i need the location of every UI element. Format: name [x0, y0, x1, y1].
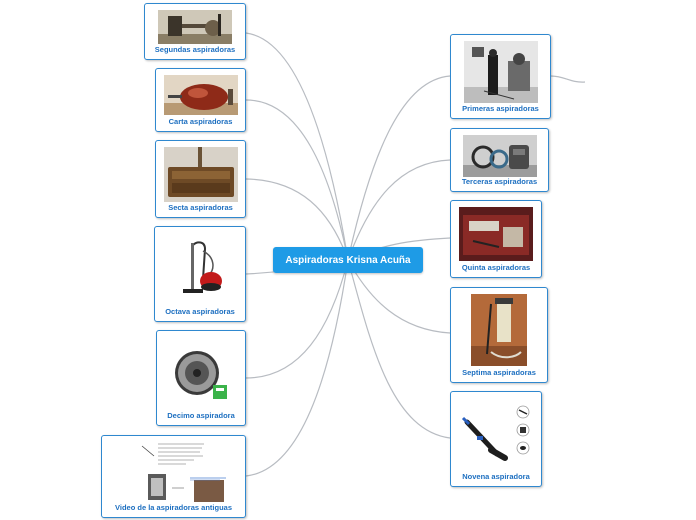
- node-terceras-aspiradoras[interactable]: Terceras aspiradoras: [450, 128, 549, 192]
- node-segundas-aspiradoras[interactable]: Segundas aspiradoras: [144, 3, 246, 60]
- node-primeras-aspiradoras[interactable]: Primeras aspiradoras: [450, 34, 551, 119]
- vacuum-photo: [459, 207, 533, 261]
- node-secta-aspiradoras[interactable]: Secta aspiradoras: [155, 140, 246, 218]
- vacuum-photo: [463, 41, 538, 103]
- node-octava-aspiradoras[interactable]: Octava aspiradoras: [154, 226, 246, 322]
- vacuum-photo: [158, 10, 232, 44]
- vacuum-photo: [462, 135, 537, 177]
- node-decimo-aspiradora[interactable]: Decimo aspiradora: [156, 330, 246, 426]
- node-label: Secta aspiradoras: [168, 203, 233, 212]
- node-label: Octava aspiradoras: [165, 307, 235, 316]
- link-carta: [245, 99, 349, 261]
- node-quinta-aspiradoras[interactable]: Quinta aspiradoras: [450, 200, 542, 278]
- node-septima-aspiradoras[interactable]: Septima aspiradoras: [450, 287, 548, 383]
- node-label: Novena aspiradora: [462, 472, 530, 481]
- link-secta: [245, 178, 349, 261]
- vacuum-photo: [175, 239, 225, 299]
- node-label: Terceras aspiradoras: [461, 177, 538, 186]
- link-primeras: [347, 75, 451, 261]
- node-label: Primeras aspiradoras: [462, 104, 539, 113]
- link-primeras-out: [550, 75, 586, 83]
- node-label: Segundas aspiradoras: [154, 45, 236, 54]
- vacuum-photo: [171, 347, 231, 403]
- link-decimo: [245, 259, 349, 379]
- node-label: Quinta aspiradoras: [461, 263, 531, 272]
- link-segundas: [245, 32, 349, 261]
- link-novena: [347, 259, 451, 439]
- node-video-aspiradoras-antiguas[interactable]: Video de la aspiradoras antiguas: [101, 435, 246, 518]
- node-label: Carta aspiradoras: [168, 117, 233, 126]
- node-label: Decimo aspiradora: [167, 411, 235, 420]
- central-topic[interactable]: Aspiradoras Krisna Acuña: [273, 247, 423, 273]
- vacuum-photo: [163, 75, 238, 115]
- vacuum-photo: [163, 147, 238, 202]
- link-terceras: [347, 159, 451, 261]
- node-carta-aspiradoras[interactable]: Carta aspiradoras: [155, 68, 246, 132]
- node-label: Septima aspiradoras: [462, 368, 536, 377]
- node-novena-aspiradora[interactable]: Novena aspiradora: [450, 391, 542, 487]
- vacuum-photo: [471, 294, 527, 366]
- video-collage-image: [114, 440, 234, 502]
- node-label: Video de la aspiradoras antiguas: [115, 503, 232, 512]
- vacuum-photo: [457, 398, 535, 468]
- link-video: [245, 259, 349, 477]
- central-topic-label: Aspiradoras Krisna Acuña: [285, 254, 411, 266]
